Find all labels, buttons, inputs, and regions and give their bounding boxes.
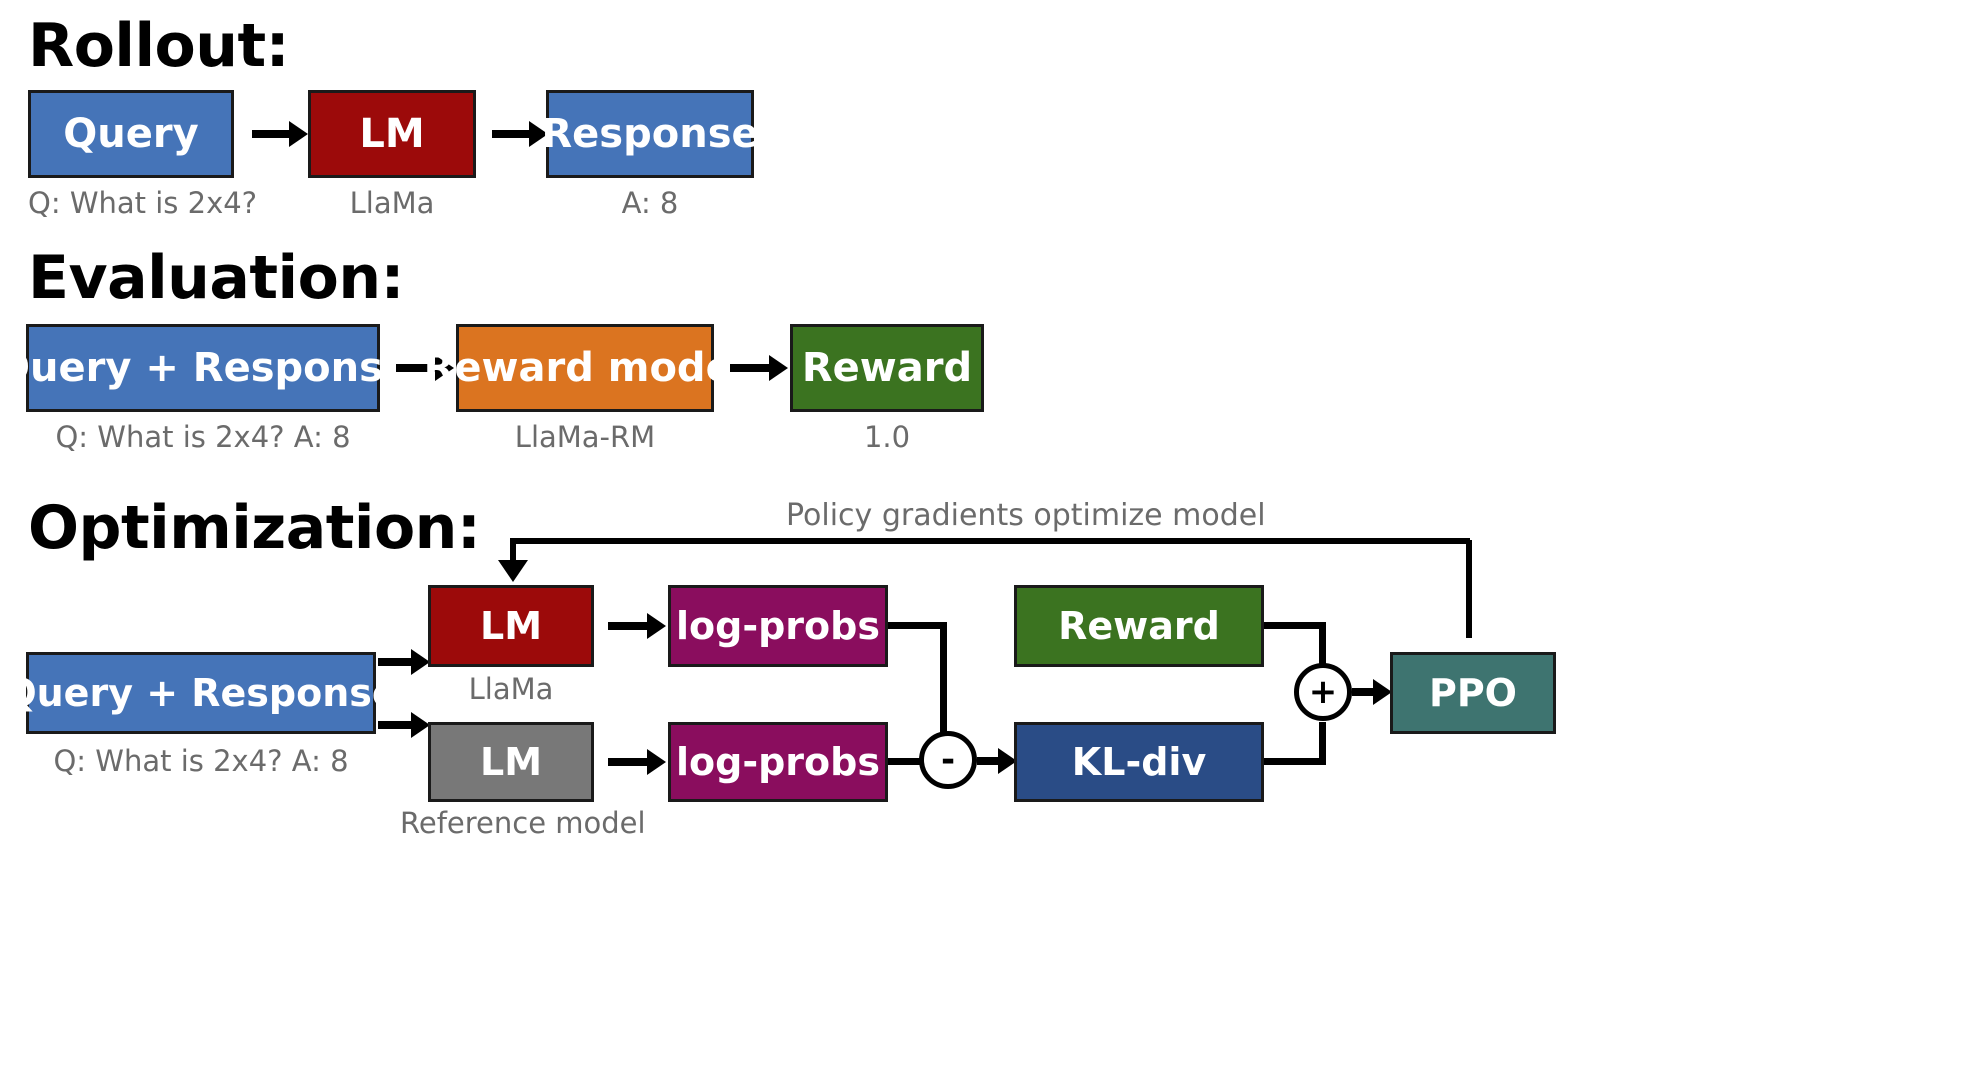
- optimization-loop-label: Policy gradients optimize model: [786, 498, 1266, 533]
- logprobs-top-to-minus-vertical: [940, 622, 947, 758]
- rollout-box-query-label: Query: [63, 111, 199, 157]
- optimization-box-reference-logprobs: log-probs: [668, 722, 888, 802]
- section-title-rollout: Rollout:: [28, 11, 290, 81]
- optimization-box-policy-logprobs: log-probs: [668, 585, 888, 667]
- optimization-box-query-response-label: Query + Response: [4, 671, 398, 715]
- evaluation-box-query-response: Query + Response: [0, 324, 410, 412]
- reward-to-plus-vertical: [1319, 622, 1326, 688]
- optimization-caption-policy-lm: LlaMa: [468, 672, 554, 706]
- evaluation-box-query-response-label: Query + Response: [0, 345, 411, 391]
- optimization-box-reward: Reward: [1014, 585, 1264, 667]
- optimization-box-ppo-label: PPO: [1428, 671, 1517, 715]
- optimization-box-reference-lm-label: LM: [479, 740, 543, 784]
- rollout-caption-query: Q: What is 2x4?: [28, 186, 258, 220]
- rollout-box-response: Response: [541, 90, 759, 178]
- rollout-caption-lm: LlaMa: [349, 186, 435, 220]
- optimization-caption-reference-lm: Reference model: [400, 806, 646, 840]
- loop-arrow-head-icon: [498, 560, 528, 582]
- rollout-box-lm: LM: [308, 90, 476, 178]
- reward-to-plus-horizontal: [1264, 622, 1326, 629]
- optimization-box-ppo: PPO: [1390, 652, 1556, 734]
- section-title-evaluation: Evaluation:: [28, 243, 405, 313]
- optimization-box-query-response: Query + Response: [4, 652, 398, 734]
- optimization-box-policy-lm: LM: [428, 585, 594, 667]
- kl-to-plus-horizontal: [1264, 758, 1326, 765]
- optimization-box-kl-div-label: KL-div: [1071, 740, 1207, 784]
- add-operator-symbol: +: [1308, 672, 1338, 712]
- rollout-box-response-label: Response: [541, 111, 759, 157]
- optimization-box-policy-lm-label: LM: [479, 604, 543, 648]
- section-title-optimization: Optimization:: [28, 493, 481, 563]
- subtract-operator-symbol: -: [940, 740, 956, 780]
- rollout-box-query: Query: [28, 90, 234, 178]
- optimization-box-policy-logprobs-label: log-probs: [676, 604, 880, 648]
- evaluation-caption-reward: 1.0: [863, 420, 911, 454]
- rollout-caption-response: A: 8: [621, 186, 679, 220]
- evaluation-box-reward: Reward: [790, 324, 984, 412]
- subtract-operator-icon: -: [919, 731, 977, 789]
- add-operator-icon: +: [1294, 663, 1352, 721]
- optimization-box-reference-logprobs-label: log-probs: [676, 740, 880, 784]
- optimization-box-reference-lm: LM: [428, 722, 594, 802]
- evaluation-caption-reward-model: LlaMa-RM: [514, 420, 656, 454]
- optimization-caption-query-response: Q: What is 2x4? A: 8: [53, 744, 349, 778]
- rollout-box-lm-label: LM: [359, 111, 425, 157]
- evaluation-box-reward-label: Reward: [801, 345, 973, 391]
- logprobs-bottom-to-minus-horizontal: [888, 758, 920, 765]
- evaluation-box-reward-model: Reward model: [424, 324, 746, 412]
- evaluation-caption-query-response: Q: What is 2x4? A: 8: [55, 420, 351, 454]
- loop-segment-vertical-right: [1466, 540, 1472, 638]
- loop-segment-horizontal: [510, 538, 1470, 544]
- kl-to-plus-vertical: [1319, 722, 1326, 765]
- optimization-box-reward-label: Reward: [1058, 604, 1220, 648]
- loop-segment-vertical-left: [510, 538, 516, 566]
- optimization-box-kl-div: KL-div: [1014, 722, 1264, 802]
- logprobs-top-to-minus-horizontal: [888, 622, 946, 629]
- evaluation-box-reward-model-label: Reward model: [423, 345, 747, 391]
